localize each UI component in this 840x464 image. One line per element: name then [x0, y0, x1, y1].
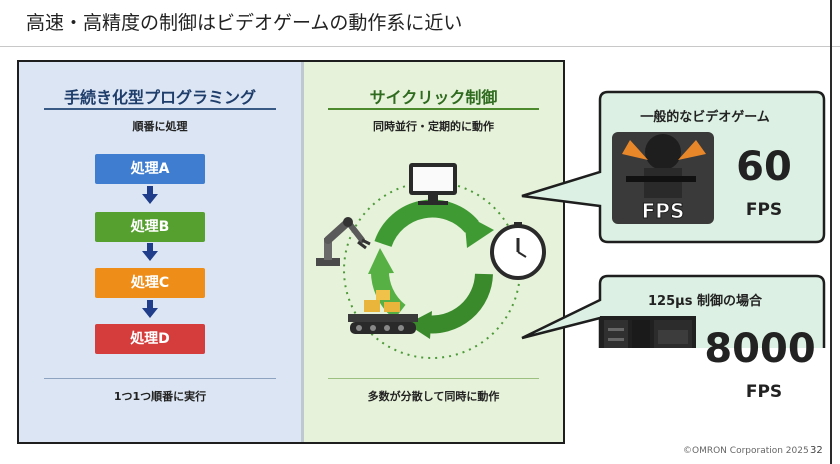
cyclic-subtitle: 同時並行・定期的に動作	[373, 120, 494, 133]
cyclic-diagram	[316, 163, 546, 359]
videogame-fps-unit: FPS	[745, 200, 783, 220]
right-edge-line	[830, 0, 832, 464]
videogame-title: 一般的なビデオゲーム	[640, 110, 770, 125]
monitor-icon	[409, 163, 457, 205]
fps-game-icon: FPS	[612, 132, 714, 224]
control-fps-unit: FPS	[745, 382, 783, 402]
down-arrow-icon	[142, 186, 158, 204]
callout-bubbles: FPS	[521, 90, 826, 348]
procedural-summary: 1つ1つ順番に実行	[113, 390, 207, 403]
slide-title: 高速・高精度の制御はビデオゲームの動作系に近い	[26, 12, 463, 34]
control-title: 125μs 制御の場合	[648, 294, 762, 309]
procedural-panel: 手続き化型プログラミング 順番に処理 処理A 処理B 処理C 処理D 1つ1つ順…	[19, 62, 301, 442]
down-arrow-icon	[142, 243, 158, 261]
procedural-title: 手続き化型プログラミング	[63, 88, 256, 107]
comparison-frame: 手続き化型プログラミング 順番に処理 処理A 処理B 処理C 処理D 1つ1つ順…	[17, 60, 565, 444]
procedural-title-underline	[44, 108, 276, 110]
process-step-c: 処理C	[95, 268, 205, 298]
procedural-bottom-divider	[44, 378, 276, 379]
cyclic-panel: サイクリック制御 同時並行・定期的に動作	[304, 62, 563, 442]
process-step-a: 処理A	[95, 154, 205, 184]
clock-icon	[490, 222, 546, 280]
videogame-fps-value: 60	[736, 144, 792, 190]
procedural-subtitle: 順番に処理	[132, 120, 188, 133]
down-arrow-icon	[142, 300, 158, 318]
fps-badge-text: FPS	[642, 199, 685, 223]
cyclic-bottom-divider	[328, 378, 539, 379]
controller-hardware-icon	[600, 316, 696, 348]
panel-divider	[301, 62, 304, 442]
cyclic-summary: 多数が分散して同時に動作	[367, 390, 500, 403]
cyclic-title-underline	[328, 108, 539, 110]
robot-arm-icon	[316, 217, 371, 266]
page-number: 32	[810, 445, 823, 456]
cyclic-title: サイクリック制御	[369, 88, 498, 107]
title-divider	[0, 46, 840, 47]
copyright: ©OMRON Corporation 2025	[683, 446, 809, 456]
process-step-d: 処理D	[95, 324, 205, 354]
control-bubble	[521, 274, 826, 348]
process-step-b: 処理B	[95, 212, 205, 242]
control-fps-value: 8000	[704, 326, 816, 372]
conveyor-icon	[348, 290, 418, 334]
